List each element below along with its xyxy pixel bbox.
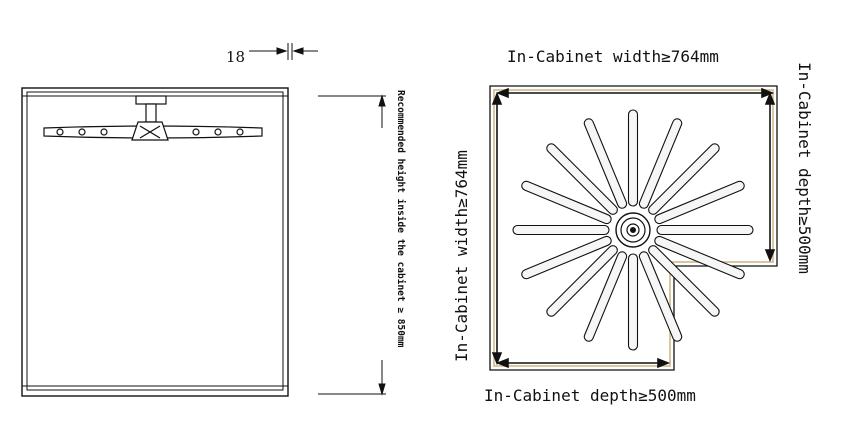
center-hub xyxy=(615,212,651,248)
spoke xyxy=(583,118,628,209)
right-depth-label: In-Cabinet depth≥500mm xyxy=(795,62,814,274)
panel-thickness-dimension xyxy=(249,43,318,60)
spoke xyxy=(512,224,610,236)
spoke xyxy=(546,143,618,215)
height-label: Recommended height inside the cabinet ≥ … xyxy=(395,90,406,348)
spoke xyxy=(627,253,639,351)
spoke xyxy=(648,245,720,317)
top-view: In-Cabinet width≥764mm In-Cabinet width≥… xyxy=(452,47,814,405)
spoke-group xyxy=(512,109,754,351)
spoke xyxy=(638,251,683,342)
spoke xyxy=(656,224,754,236)
panel-thickness-label: 18 xyxy=(226,48,245,66)
front-view: 18 xyxy=(21,43,406,397)
cabinet-outline xyxy=(21,87,289,397)
left-width-label: In-Cabinet width≥764mm xyxy=(452,150,471,362)
spoke xyxy=(654,235,745,280)
spoke xyxy=(627,109,639,207)
spoke xyxy=(521,180,612,225)
bottom-depth-label: In-Cabinet depth≥500mm xyxy=(484,386,696,405)
spoke xyxy=(654,180,745,225)
lazy-susan-elevation xyxy=(43,95,263,141)
spoke xyxy=(521,235,612,280)
inner-dimension-arrows xyxy=(491,87,776,369)
top-width-label: In-Cabinet width≥764mm xyxy=(507,47,719,66)
spoke xyxy=(638,118,683,209)
spoke xyxy=(546,245,618,317)
spoke xyxy=(583,251,628,342)
spoke xyxy=(648,143,720,215)
height-dimension xyxy=(318,94,386,396)
